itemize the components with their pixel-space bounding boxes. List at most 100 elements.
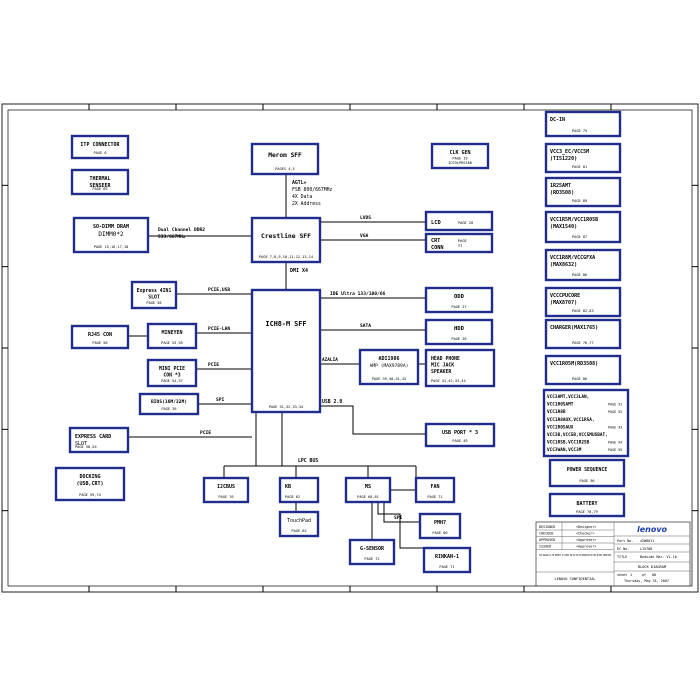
usb-wire [320, 405, 426, 435]
power-block-box [544, 142, 622, 174]
clk-page-ref: PAGE 19 [452, 157, 467, 161]
crestline-page-ref: PAGE 7,8,9,10,11,12,13,14 [259, 255, 313, 259]
power-block-title: (RD3508) [550, 190, 574, 196]
power-block-title: VCC1R8M/VCCGFXA [550, 255, 595, 261]
vcc-list-box [542, 388, 630, 458]
crt-title: CONN [431, 245, 444, 251]
power-block: VCC1R8M/VCCGFXA(MAX8632)PAGE 86 [544, 248, 622, 282]
part-no-value: 42W8011 [640, 539, 654, 543]
title-block: DESIGNED<Designer>CHECKED<Checker>APPROV… [535, 521, 691, 587]
hdd-box [424, 318, 494, 346]
ich8-box [250, 288, 322, 414]
kb-title: KB [285, 484, 291, 490]
itp-title: ITP CONNECTOR [80, 142, 120, 148]
title-row-label: DESIGNED [539, 525, 555, 529]
crt-page-ref: PAGE [458, 239, 467, 243]
i2cbus-box [202, 476, 250, 504]
pcie-usb-label: PCIE,USB [208, 287, 230, 293]
sata-label: SATA [360, 323, 371, 329]
battery-page-ref: PAGE 78,79 [576, 510, 598, 514]
power-block-box [544, 248, 622, 282]
crestline-box [250, 216, 322, 264]
gsensor-title: G-SENSOR [360, 546, 385, 552]
mineyen-box [146, 322, 198, 350]
express-title: Express 4IN1 [137, 288, 172, 294]
headphone-title: MIC JACK [431, 363, 454, 369]
fan-box [414, 476, 456, 504]
minipcie-title: CON *3 [163, 373, 180, 379]
sheet-label: sheet [617, 573, 627, 577]
i2cbus-title: I2CBUS [217, 484, 235, 490]
thermal-title: THERMAL [89, 176, 110, 182]
express-box [130, 280, 178, 310]
lenovo-logo: lenovo [637, 525, 668, 534]
express-title: SLOT [148, 295, 160, 301]
battery-title: BATTERY [576, 501, 597, 507]
clk-page-ref: ICS9LPRS366 [448, 161, 472, 165]
ich8-title: ICH8-M SFF [266, 320, 307, 328]
title-row-label: CHECKED [539, 532, 553, 536]
bios-box [138, 392, 200, 416]
power-block-page-ref: PAGE 87 [572, 235, 587, 239]
ms-page-ref: PAGE 60,61 [357, 495, 379, 499]
pcie-lan-label: PCIE-LAN [208, 326, 230, 332]
clk-box [430, 142, 490, 170]
of-label: of [642, 573, 646, 577]
rj45-box [70, 324, 130, 350]
sheet-frame [1, 103, 699, 593]
thermal-page-ref: PAGE 69 [92, 187, 107, 191]
vcc-rail-name: VCC1R05AUX [547, 424, 574, 430]
docking-title: DOCKING [79, 474, 100, 480]
spi-label: SPI [216, 397, 225, 403]
dmi-label: DMI X4 [290, 268, 308, 274]
thermal-title: SENSEER [89, 183, 111, 189]
vcc-rail-name: VCC1R5B,VCC1R25B [547, 440, 590, 446]
ms-pmh7-wire [383, 502, 420, 523]
power-block: VCC1R5M/VCC1R05B(MAX1540)PAGE 87 [544, 210, 622, 244]
gsensor-page-ref: PAGE 72 [364, 557, 379, 561]
sheet-total: 80 [652, 573, 656, 577]
power-sequence-page-ref: PAGE 96 [579, 479, 594, 483]
power-block-page-ref: PAGE 89 [572, 199, 587, 203]
mineyen-title: MINEYEN [161, 330, 182, 336]
ms-box [344, 476, 392, 504]
fsb-label: 2X Address [292, 201, 321, 207]
expresscard-box [68, 426, 130, 454]
headphone-title: SPEAKER [431, 369, 451, 375]
power-block-title: (MAX1540) [550, 224, 577, 230]
kb-box [278, 476, 320, 504]
power-block-page-ref: PAGE 75 [572, 129, 587, 133]
pcie-label: PCIE [208, 362, 219, 368]
gsensor-box [348, 538, 396, 566]
merom-box [250, 142, 320, 176]
minipcie-title: MINI PCIE [159, 366, 185, 372]
power-block-title: (MAX8632) [550, 262, 577, 268]
power-block-page-ref: PAGE 86 [572, 377, 587, 381]
docking-box [54, 466, 126, 502]
vcc-rail-page-ref: PAGE 93 [608, 425, 622, 429]
touchpad-box [278, 510, 320, 538]
lpc-bus-label: LPC BUS [298, 458, 318, 464]
power-block-title: (TI51220) [550, 156, 577, 162]
bios-title: BIOS(16M/32M) [151, 399, 187, 405]
power-block: VCCCPUCORE(MAX8707)PAGE 82,83 [544, 286, 622, 318]
title-row-label: ISSUED [539, 545, 551, 549]
headphone-title: HEAD PHONE [431, 356, 460, 362]
gsensor-block: G-SENSOR PAGE 72 [348, 538, 396, 566]
vcc-rail-page-ref: PAGE 91 [608, 403, 622, 407]
part-no-label: Part No. [617, 539, 633, 543]
